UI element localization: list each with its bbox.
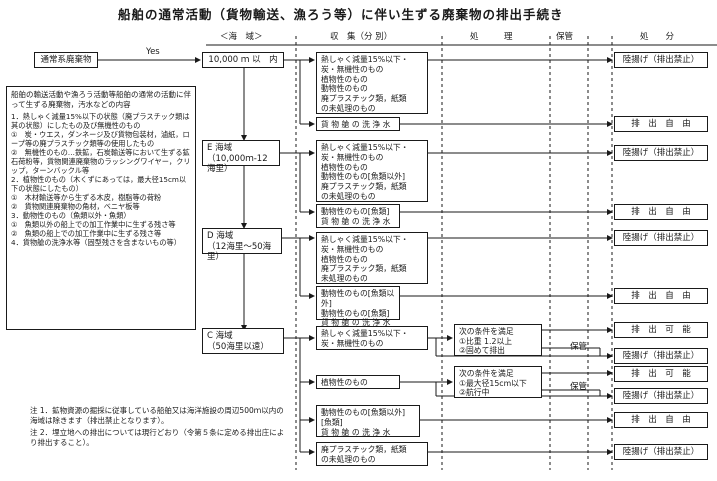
disposal-9: 排 出 可 能	[614, 366, 708, 382]
disposal-8: 陸揚げ（排出禁止）	[614, 348, 708, 364]
disposal-4: 排 出 自 由	[614, 204, 708, 220]
disposal-10: 陸揚げ（排出禁止）	[614, 388, 708, 404]
sea-area-10000m: 10,000 ｍ 以 内	[202, 52, 284, 68]
condition-box-2: 次の条件を満足 ①最大径15cm以下 ②航行中	[454, 366, 542, 398]
disposal-3: 陸揚げ（排出禁止）	[614, 145, 708, 161]
collection-item-3: 熱しゃく減量15%以下・ 炭・無機性のもの 植物性のもの 動物性のもの[魚類以外…	[316, 140, 428, 202]
condition-box-1: 次の条件を満足 ①比重 1.2以上 ②固めて排出	[454, 324, 542, 356]
source-box: 通常系廃棄物	[34, 52, 98, 68]
disposal-12: 陸揚げ（排出禁止）	[614, 444, 708, 460]
header-processing: 処 理	[470, 32, 513, 42]
collection-item-9: 動物性のもの[魚類以外] [魚類] 貨 物 艙 の 洗 浄 水	[316, 405, 420, 437]
note-2: 注 2．埋立地への排出については現行どおり（令第５条に定める排出庄により排出する…	[30, 428, 285, 447]
sea-area-c: C 海域 （50海里以遠）	[202, 328, 284, 354]
disposal-5: 陸揚げ（排出禁止）	[614, 230, 708, 246]
yes-label: Yes	[146, 47, 160, 57]
page-title: 船舶の通常活動（貨物輸送、漁ろう等）に伴い生ずる廃棄物の排出手続き	[118, 7, 564, 22]
collection-item-4: 動物性のもの[魚類] 貨 物 艙 の 洗 浄 水	[316, 204, 400, 228]
disposal-7: 排 出 可 能	[614, 322, 708, 338]
collection-item-5: 熱しゃく減量15%以下・ 炭・無機性のもの 植物性のもの 廃プラスチック類，紙類…	[316, 232, 428, 284]
header-storage: 保管	[556, 32, 574, 42]
storage-label-1: 保管	[570, 342, 588, 352]
header-sea-area: ＜海 域＞	[220, 32, 263, 42]
sea-area-d: D 海域 （12海里〜50海里）	[202, 228, 282, 262]
storage-label-2: 保管	[570, 382, 588, 392]
disposal-6: 排 出 自 由	[614, 288, 708, 304]
header-disposal: 処 分	[640, 32, 675, 42]
collection-item-1: 熱しゃく減量15%以下・ 炭・無機性のもの 植物性のもの 動物性のもの 廃プラス…	[316, 52, 428, 114]
header-collection: 収 集（分 別）	[330, 32, 393, 42]
collection-item-8: 植物性のもの	[316, 375, 400, 389]
disposal-2: 排 出 自 由	[614, 116, 708, 132]
info-box: 船舶の輸送活動や漁ろう活動等船舶の通常の活動に伴って生ずる廃棄物，汚水などの内容…	[6, 86, 196, 330]
collection-item-6: 動物性のもの[魚類以外] 動物性のもの[魚類] 貨 物 艙 の 洗 浄 水	[316, 286, 400, 327]
collection-item-10: 廃プラスチック類，紙類 の未処理のもの	[316, 442, 428, 466]
sea-area-e: E 海域 （10,000ｍ-12海里）	[202, 140, 280, 174]
disposal-1: 陸揚げ（排出禁止）	[614, 52, 708, 68]
info-box-body: 1．熱しゃく減量15%以下の状態（廃プラスチック類は其の状態）にしたもの及び無機…	[11, 112, 191, 247]
collection-item-2: 貨 物 艙 の 洗 浄 水	[316, 117, 400, 131]
collection-item-7: 熱しゃく減量15%以下・ 炭・無機性のもの	[316, 326, 428, 350]
disposal-11: 排 出 自 由	[614, 412, 708, 428]
info-box-title: 船舶の輸送活動や漁ろう活動等船舶の通常の活動に伴って生ずる廃棄物，汚水などの内容	[11, 90, 191, 109]
note-1: 注 1．鉱物資源の掘採に従事している船舶又は海洋施設の周辺500ｍ以内の海域は除…	[30, 406, 284, 425]
